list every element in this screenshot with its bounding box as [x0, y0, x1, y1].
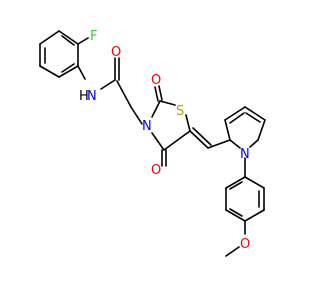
carbonyl-oxygen-top-label: O: [151, 73, 161, 88]
pyrrole-nitrogen-label: N: [240, 147, 250, 162]
methoxyphenyl-ring: [225, 176, 265, 222]
structure-svg: F N H O N S O O N O: [39, 29, 266, 257]
bond: [229, 139, 241, 149]
aromatic-bond: [229, 208, 243, 217]
amide-oxygen-label: O: [111, 45, 121, 60]
bond: [77, 65, 86, 80]
bond: [163, 130, 191, 151]
bond: [158, 85, 163, 101]
aromatic-bond: [229, 181, 243, 190]
aromatic-bond: [245, 112, 261, 123]
bond: [116, 80, 132, 108]
bond: [58, 65, 79, 78]
bond: [225, 209, 246, 222]
ring-nitrogen-label: N: [142, 119, 152, 134]
bond: [58, 30, 79, 45]
bond: [189, 130, 209, 149]
fluorine-label: F: [90, 29, 97, 44]
bond: [244, 176, 265, 189]
bond: [130, 106, 143, 125]
bond: [151, 100, 161, 118]
amide-hydrogen-label: H: [79, 89, 89, 104]
bond: [159, 100, 176, 106]
fluorophenyl-ring: [39, 30, 79, 78]
c-f-bond: [77, 37, 89, 45]
amide-nitrogen-label: N: [87, 89, 97, 104]
bond: [224, 119, 231, 141]
bond: [224, 106, 246, 121]
ring-sulfur-label: S: [176, 104, 184, 119]
bond: [185, 114, 191, 132]
molecule-diagram: F N H O N S O O N O: [39, 29, 266, 257]
bond: [207, 139, 231, 149]
aromatic-bond: [61, 35, 75, 46]
bond: [225, 246, 240, 257]
bond: [100, 79, 116, 90]
bond: [192, 127, 212, 146]
thiazolidinedione-ring: [151, 100, 191, 151]
bond: [39, 30, 60, 45]
aromatic-bond: [61, 63, 75, 73]
carbonyl-oxygen-bottom-label: O: [151, 163, 161, 178]
bond: [151, 132, 165, 151]
bond: [225, 176, 246, 189]
bond: [244, 106, 266, 121]
bond: [154, 86, 159, 102]
pyrrole-ring: [224, 106, 266, 149]
bond: [244, 209, 265, 222]
ether-oxygen-label: O: [240, 237, 250, 252]
bond: [249, 139, 259, 148]
bond: [257, 119, 266, 141]
bond: [39, 65, 60, 78]
aromatic-bond: [229, 112, 245, 124]
